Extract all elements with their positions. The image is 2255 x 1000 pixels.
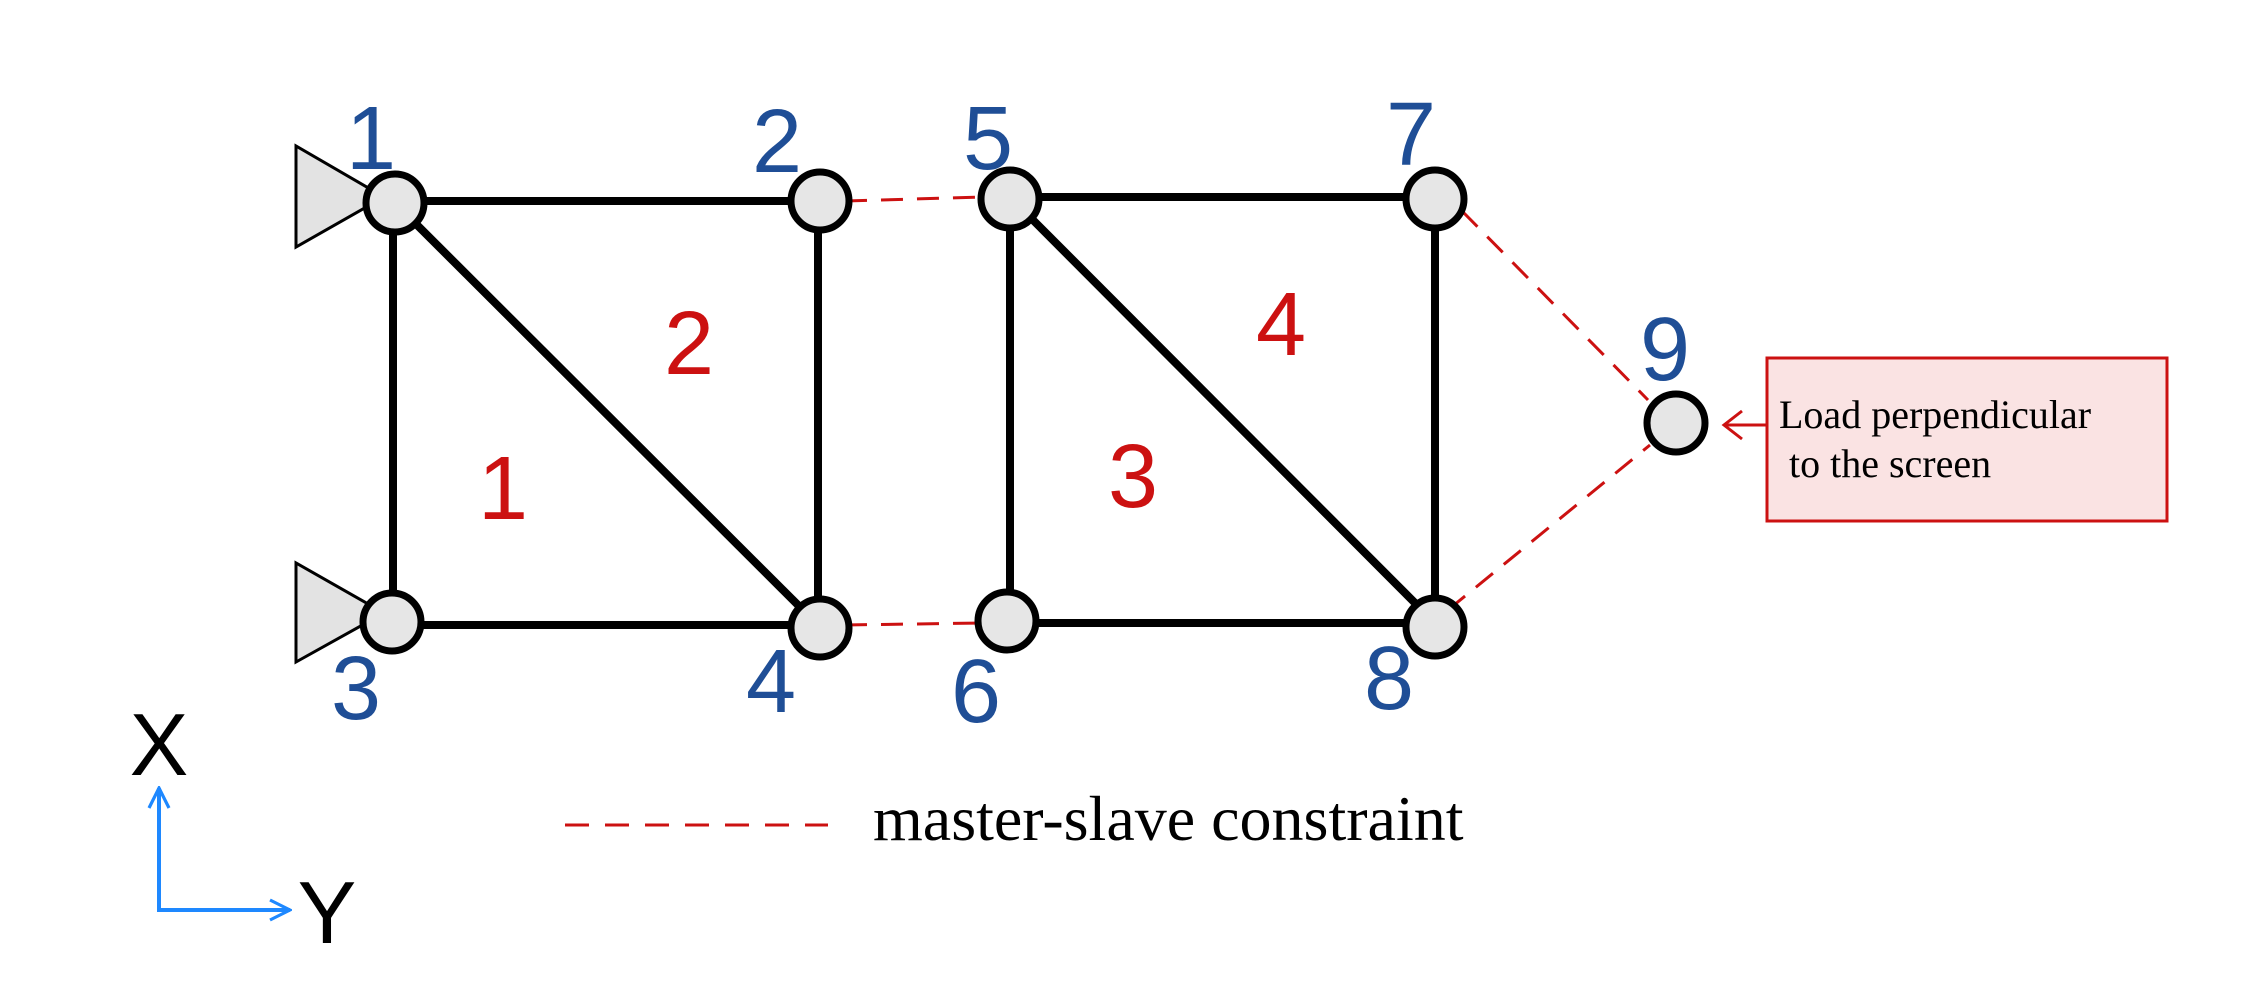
- diagonal-1-4: [390, 198, 821, 628]
- node-circle-9: [1643, 390, 1709, 456]
- constraint-lines: [844, 195, 1651, 627]
- load-note-line-2: to the screen: [1779, 441, 1991, 486]
- node-circle-2: [787, 168, 853, 234]
- node-label-7: 7: [1386, 85, 1436, 185]
- load-note: Load perpendicular to the screen: [1721, 356, 2169, 523]
- element-label-3: 3: [1108, 427, 1158, 527]
- node-label-9: 9: [1640, 300, 1690, 400]
- axis-label-x: X: [130, 695, 189, 794]
- node-circle-1: [362, 170, 428, 236]
- node-label-6: 6: [951, 642, 1001, 742]
- element-label-1: 1: [478, 439, 528, 539]
- element-label-2: 2: [664, 294, 714, 394]
- node-label-4: 4: [746, 632, 796, 732]
- load-arrow-head: [1721, 409, 1743, 441]
- supports: [294, 143, 388, 665]
- load-note-line-1: Load perpendicular: [1779, 392, 2091, 437]
- pin-support-node-3: [294, 560, 388, 665]
- node-label-5: 5: [963, 89, 1013, 189]
- axis-label-y: Y: [298, 863, 357, 962]
- constraint-7-9: [1460, 209, 1650, 402]
- node-circle-6: [974, 588, 1040, 654]
- pin-support-node-1: [294, 143, 388, 250]
- constraint-8-9: [1447, 443, 1651, 612]
- node-markers: [359, 166, 1709, 661]
- node-label-8: 8: [1364, 629, 1414, 729]
- node-circle-7: [1402, 166, 1468, 232]
- load-note-box: [1765, 356, 2169, 523]
- constraint-4-6: [844, 621, 984, 627]
- element-labels: 1 2 3 4: [478, 275, 1306, 539]
- node-label-1: 1: [346, 89, 396, 189]
- node-labels: 1 2 3 4 5 6 7 8 9: [331, 85, 1690, 742]
- legend-label: master-slave constraint: [873, 783, 1464, 854]
- element-edges: [389, 193, 1439, 629]
- coordinate-axes: X Y: [130, 695, 357, 962]
- node-label-3: 3: [331, 639, 381, 739]
- legend: master-slave constraint: [565, 783, 1464, 854]
- element-label-4: 4: [1256, 275, 1306, 375]
- constraint-2-5: [844, 195, 984, 203]
- node-label-2: 2: [752, 92, 802, 192]
- node-circle-4: [787, 595, 853, 661]
- node-circle-5: [977, 166, 1043, 232]
- diagonal-5-8: [1007, 194, 1438, 626]
- node-circle-3: [359, 589, 425, 655]
- node-circle-8: [1402, 594, 1468, 660]
- axis-arrows: [159, 788, 290, 910]
